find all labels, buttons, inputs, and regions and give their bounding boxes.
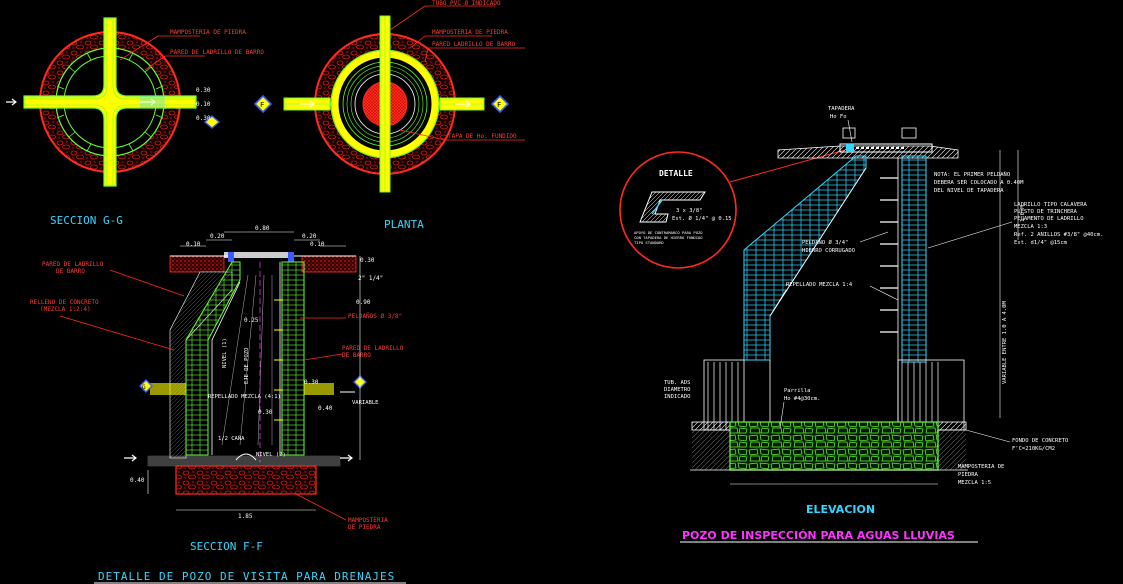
detalle-line-1: 3 x 3/8" bbox=[676, 208, 703, 214]
planta-title: PLANTA bbox=[384, 218, 424, 231]
planta-label-pared: PARED LADRILLO DE BARRO bbox=[432, 41, 515, 48]
elev-label-tub1: TUB. ADS bbox=[664, 380, 691, 386]
planta-mark-f-left: F bbox=[260, 101, 264, 109]
ff-dim-080: 0.80 bbox=[255, 225, 270, 232]
elev-label-mamp2: PIEDRA bbox=[958, 472, 979, 478]
ff-label-peldanos: PELDAÑOS Ø 3/8" bbox=[348, 313, 402, 320]
elev-label-fondo2: F'C=210KG/CM2 bbox=[1012, 446, 1055, 452]
ff-dim-020b: 0.20 bbox=[302, 233, 317, 240]
ff-label-relleno-2: (MEZCLA 1:2:4) bbox=[40, 306, 91, 313]
elev-label-peldano2: HIERRO CORRUGADO bbox=[802, 248, 855, 254]
ff-label-relleno: RELLENO DE CONCRETO(MEZCLA 1:2:4) bbox=[30, 299, 99, 313]
elevacion-view: TAPADERA Ho Fo NOTA: EL PRIMER PELDAÑO D… bbox=[664, 106, 1103, 543]
elev-dim-1m: 1.0 M bbox=[1020, 205, 1026, 222]
ff-label-eje: EJE DE POZO bbox=[244, 348, 250, 384]
ff-label-media-cana: 1/2 CAÑA bbox=[218, 435, 245, 442]
ff-label-pared-izq-2: DE BARRO bbox=[56, 268, 85, 275]
ff-label-pared-izq-1: PARED DE LADRILLO bbox=[42, 261, 104, 268]
drenajes-title: DETALLE DE POZO DE VISITA PARA DRENAJES bbox=[98, 570, 395, 583]
ff-label-mamposteria-2: DE PIEDRA bbox=[348, 524, 381, 531]
ff-dim-185: 1.85 bbox=[238, 513, 253, 520]
pozo-main-title: POZO DE INSPECCIÓN PARA AGUAS LLUVIAS bbox=[682, 529, 955, 542]
detalle-note-3: TIPO STANDARD bbox=[634, 240, 664, 245]
elev-label-parrilla1: Parrilla bbox=[784, 388, 811, 394]
ff-mark-g: G bbox=[142, 384, 146, 391]
ff-dim-030c: 0.30 bbox=[258, 409, 273, 416]
elev-label-peldano1: PELDAÑO Ø 3/4" bbox=[802, 239, 848, 246]
gg-label-mamposteria: MAMPOSTERIA DE PIEDRA bbox=[170, 29, 246, 36]
elev-label-parrilla2: Ho #4@30cm. bbox=[784, 396, 820, 402]
elev-label-ladrillo6: Est. d1/4" @15cm bbox=[1014, 240, 1068, 246]
ff-label-repellado: REPELLADO MEZCLA (4:1) bbox=[208, 394, 281, 400]
ff-dim-010b: 0.10 bbox=[310, 241, 325, 248]
elev-label-tub3: INDICADO bbox=[664, 394, 691, 400]
planta-label-tapa: TAPA DE Ho. FUNDIDO bbox=[448, 133, 517, 140]
detalle-title: DETALLE bbox=[659, 169, 693, 178]
ff-dim-030: 0.30 bbox=[360, 257, 375, 264]
detalle-line-2: Est. Ø 1/4" @ 0.15 bbox=[672, 215, 732, 222]
ff-label-pared-der-2: DE BARRO bbox=[342, 352, 371, 359]
elev-label-nota1: NOTA: EL PRIMER PELDAÑO bbox=[934, 171, 1010, 178]
elev-dim-variable: VARIABLE ENTRE 1.0 A 4.0M bbox=[1002, 301, 1008, 384]
ff-dim-010a: 0.10 bbox=[186, 241, 201, 248]
planta-mark-f-right: F bbox=[497, 101, 501, 109]
elev-label-repellado: REPELLADO MEZCLA 1:4 bbox=[786, 282, 853, 288]
ff-dim-030b: 0.30 bbox=[304, 379, 319, 386]
ff-dim-090: 0.90 bbox=[356, 299, 371, 306]
gg-dim-1: 0.30 bbox=[196, 87, 211, 94]
ff-dim-040b: 0.40 bbox=[130, 477, 145, 484]
detalle-note-1: APOYO DE CONTRAMARCO PARA POZO bbox=[634, 230, 703, 235]
elev-label-mamp3: MEZCLA 1:5 bbox=[958, 480, 991, 486]
elev-label-ladrillo5: Ref. 2 ANILLOS #3/8" @40cm. bbox=[1014, 232, 1103, 238]
elev-label-ladrillo1: LADRILLO TIPO CALAVERA bbox=[1014, 202, 1088, 208]
planta-view: F F TUBO PVC Ø INDICADO MAMPOSTERIA DE P… bbox=[253, 0, 525, 231]
seccion-ff-title: SECCION F-F bbox=[190, 540, 263, 553]
ff-dim-2: 2" 1/4" bbox=[358, 275, 383, 282]
gg-dim-2: 0.10 bbox=[196, 101, 211, 108]
gg-dim-3: 0.30 bbox=[196, 115, 211, 122]
elev-label-tapadera: TAPADERA bbox=[828, 106, 855, 112]
elev-label-mamp1: MAMPOSTERIA DE bbox=[958, 464, 1004, 470]
ff-label-nivel1: NIVEL (1) bbox=[222, 338, 228, 368]
seccion-gg-view: 0.30 0.10 0.30 MAMPOSTERIA DE PIEDRA PAR… bbox=[6, 17, 264, 227]
elev-label-hofo: Ho Fo bbox=[830, 114, 847, 120]
elev-label-fondo1: FONDO DE CONCRETO bbox=[1012, 438, 1068, 444]
seccion-gg-title: SECCION G-G bbox=[50, 214, 123, 227]
ff-label-mamposteria-1: MAMPOSTERIA bbox=[348, 517, 388, 524]
detalle-view: DETALLE 3 x 3/8" Est. Ø 1/4" @ 0.15 APOY… bbox=[619, 149, 846, 269]
ff-dim-040: 0.40 bbox=[318, 405, 333, 412]
planta-label-mamposteria: MAMPOSTERIA DE PIEDRA bbox=[432, 29, 508, 36]
ff-label-pared-der-1: PARED DE LADRILLO bbox=[342, 345, 404, 352]
elev-label-ladrillo2: PUESTO DE TRINCHERA bbox=[1014, 209, 1078, 215]
ff-label-relleno-1: RELLENO DE CONCRETO bbox=[30, 299, 99, 306]
seccion-ff-view: G 0.80 0.20 0.20 0.10 0.10 0.30 2" 1/4" … bbox=[30, 225, 404, 553]
ff-label-nivel2: NIVEL (2) bbox=[256, 452, 286, 458]
elev-label-tub2: DIAMETRO bbox=[664, 387, 691, 393]
ff-label-variable: VARIABLE bbox=[352, 400, 379, 406]
planta-label-tubo: TUBO PVC Ø INDICADO bbox=[432, 0, 501, 7]
elev-label-nota2: DEBERA SER COLOCADO A 0.40M bbox=[934, 180, 1024, 186]
gg-label-pared: PARED DE LADRILLO DE BARRO bbox=[170, 49, 264, 56]
ff-dim-025: 0.25 bbox=[244, 317, 259, 324]
elev-label-ladrillo3: PEGAMENTO DE LADRILLO bbox=[1014, 216, 1084, 222]
detalle-note-2: CON TAPADERA DE HIERRO FUNDIDO bbox=[634, 235, 703, 240]
ff-dim-020a: 0.20 bbox=[210, 233, 225, 240]
elev-label-ladrillo4: MEZCLA 1:3 bbox=[1014, 224, 1047, 230]
elevacion-title: ELEVACION bbox=[806, 503, 875, 516]
elev-label-nota3: DEL NIVEL DE TAPADERA bbox=[934, 188, 1004, 194]
